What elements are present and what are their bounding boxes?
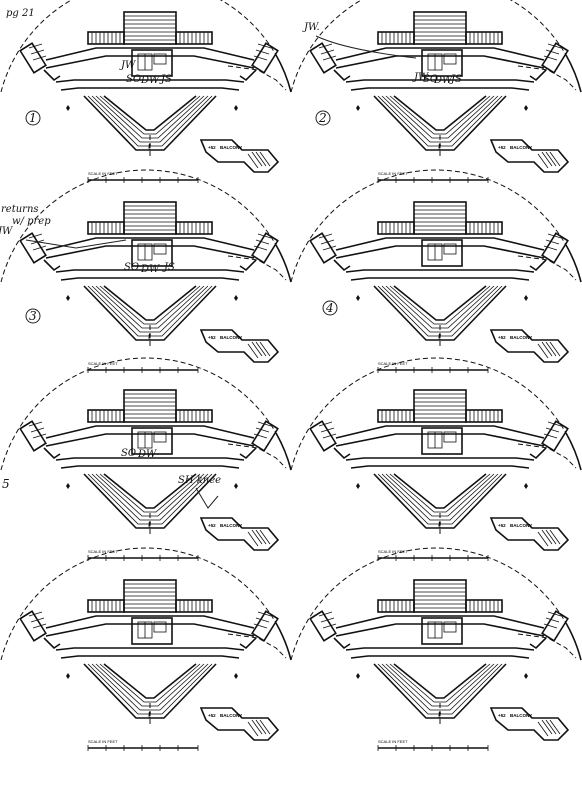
actor-mark: JW [119, 60, 136, 71]
stage-plan [290, 0, 582, 184]
scale-label: SCALE IN FEET [378, 171, 408, 176]
scale-label: SCALE IN FEET [88, 739, 118, 744]
balcony-code: +52 [498, 713, 506, 718]
scale-label: SCALE IN FEET [378, 549, 408, 554]
scale-label: SCALE IN FEET [88, 171, 118, 176]
center-line-label: ℓ [438, 710, 442, 720]
actor-mark: JW [412, 72, 429, 83]
center-line-label: ℓ [438, 142, 442, 152]
actor-mark: JW. [302, 22, 320, 33]
balcony-label: BALCONY [220, 523, 242, 528]
panel-number-circle [25, 308, 41, 324]
movement-arrow [315, 35, 417, 59]
center-line-label: ℓ [438, 520, 442, 530]
actor-mark: DW [137, 449, 157, 460]
balcony-label: BALCONY [220, 713, 242, 718]
balcony-code: +52 [208, 145, 216, 150]
panel-number: 5 [2, 477, 10, 491]
center-line-label: ℓ [148, 332, 152, 342]
balcony-code: +52 [208, 713, 216, 718]
actor-mark: w/ prep [12, 216, 51, 227]
balcony-label: BALCONY [220, 335, 242, 340]
center-line-label: ℓ [148, 710, 152, 720]
panel-number-circle [322, 300, 338, 316]
balcony-label: BALCONY [510, 335, 532, 340]
balcony-code: +52 [498, 523, 506, 528]
balcony-code: +52 [498, 145, 506, 150]
panel-number-circle [25, 110, 41, 126]
actor-mark: returns [1, 204, 39, 215]
actor-mark: DW [140, 264, 160, 275]
balcony-label: BALCONY [220, 145, 242, 150]
panel-number: 3 [29, 309, 37, 323]
stage-plan [290, 547, 582, 752]
actor-mark: SO [121, 448, 136, 459]
panel-number: 4 [325, 301, 334, 315]
center-line-label: ℓ [438, 332, 442, 342]
scale-label: SCALE IN FEET [378, 739, 408, 744]
actor-mark: SO [124, 262, 139, 273]
balcony-code: +52 [208, 335, 216, 340]
actor-mark: JS [449, 74, 462, 85]
balcony-label: BALCONY [510, 713, 532, 718]
stage-plan [0, 0, 292, 184]
panel-number: 2 [318, 111, 327, 125]
panel-number-circle [315, 110, 331, 126]
balcony-code: +52 [498, 335, 506, 340]
scale-label: SCALE IN FEET [378, 361, 408, 366]
center-line-label: ℓ [148, 142, 152, 152]
movement-arrow [25, 239, 127, 249]
stage-plan [290, 169, 582, 374]
panel-number: 1 [29, 111, 37, 125]
stage-plan [290, 357, 582, 562]
actor-mark: DW [433, 75, 453, 86]
balcony-code: +52 [208, 523, 216, 528]
balcony-label: BALCONY [510, 145, 532, 150]
scale-label: SCALE IN FEET [88, 549, 118, 554]
actor-mark: JS [159, 74, 172, 85]
page-label: pg 21 [6, 8, 35, 19]
balcony-label: BALCONY [510, 523, 532, 528]
movement-arrow [195, 487, 219, 509]
actor-mark: JS [162, 262, 175, 273]
scale-label: SCALE IN FEET [88, 361, 118, 366]
actor-mark: SO [423, 74, 438, 85]
center-line-label: ℓ [148, 520, 152, 530]
stage-plan [0, 547, 292, 752]
actor-mark: JW [0, 226, 13, 237]
actor-mark: SH knee [178, 475, 221, 486]
actor-mark: SO [126, 74, 141, 85]
actor-mark: DW [140, 75, 160, 86]
